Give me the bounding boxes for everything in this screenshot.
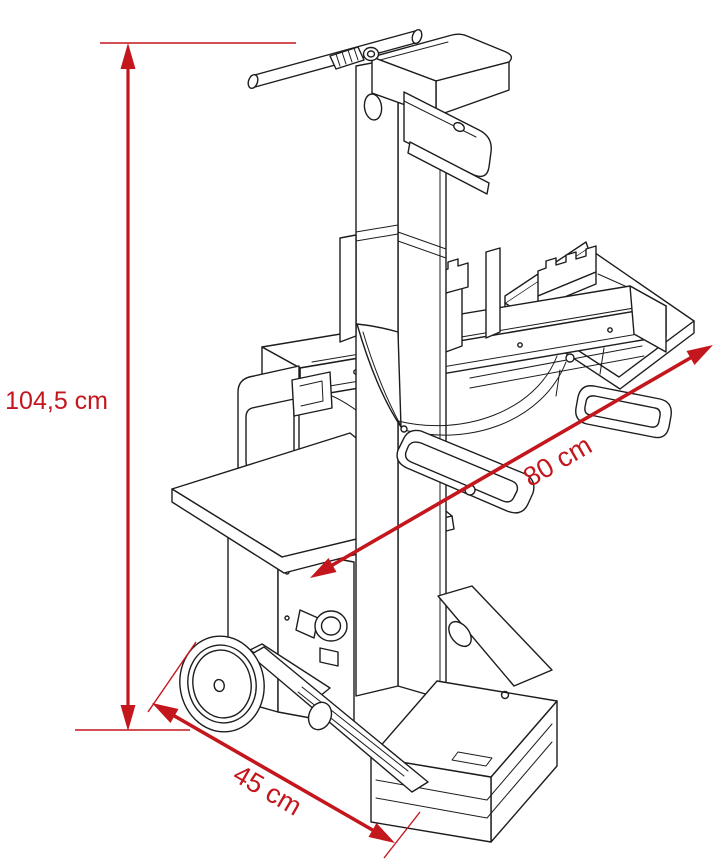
locking-knob xyxy=(295,609,348,667)
mast-column xyxy=(339,57,447,701)
control-lever-bracket xyxy=(403,91,492,195)
height-arrow-down xyxy=(120,705,136,731)
height-arrow-up xyxy=(120,43,136,69)
guard-loop xyxy=(396,429,535,514)
width-arrow-right xyxy=(368,823,395,843)
length-arrow-upper xyxy=(686,345,713,365)
foot-pad xyxy=(307,701,333,731)
switch-box xyxy=(291,371,333,417)
foot-plate xyxy=(437,585,553,687)
bracket-hole xyxy=(453,121,465,133)
length-arrow-lower xyxy=(310,558,337,578)
width-dimension: 45 cm xyxy=(147,641,421,859)
mast-hole xyxy=(363,93,383,121)
wheel xyxy=(179,635,265,733)
transport-handle xyxy=(247,28,423,90)
tow-bar xyxy=(249,646,429,793)
length-dimension-label: 80 cm xyxy=(518,430,597,493)
height-dimension: 104,5 cm xyxy=(5,42,296,731)
handle-loop-right xyxy=(575,385,672,439)
height-dimension-label: 104,5 cm xyxy=(5,387,108,415)
machine-line-art xyxy=(171,28,695,843)
length-dimension-line xyxy=(328,355,693,569)
wheel-hub xyxy=(213,678,225,693)
width-arrow-left xyxy=(152,703,179,723)
width-dimension-line xyxy=(170,712,377,834)
